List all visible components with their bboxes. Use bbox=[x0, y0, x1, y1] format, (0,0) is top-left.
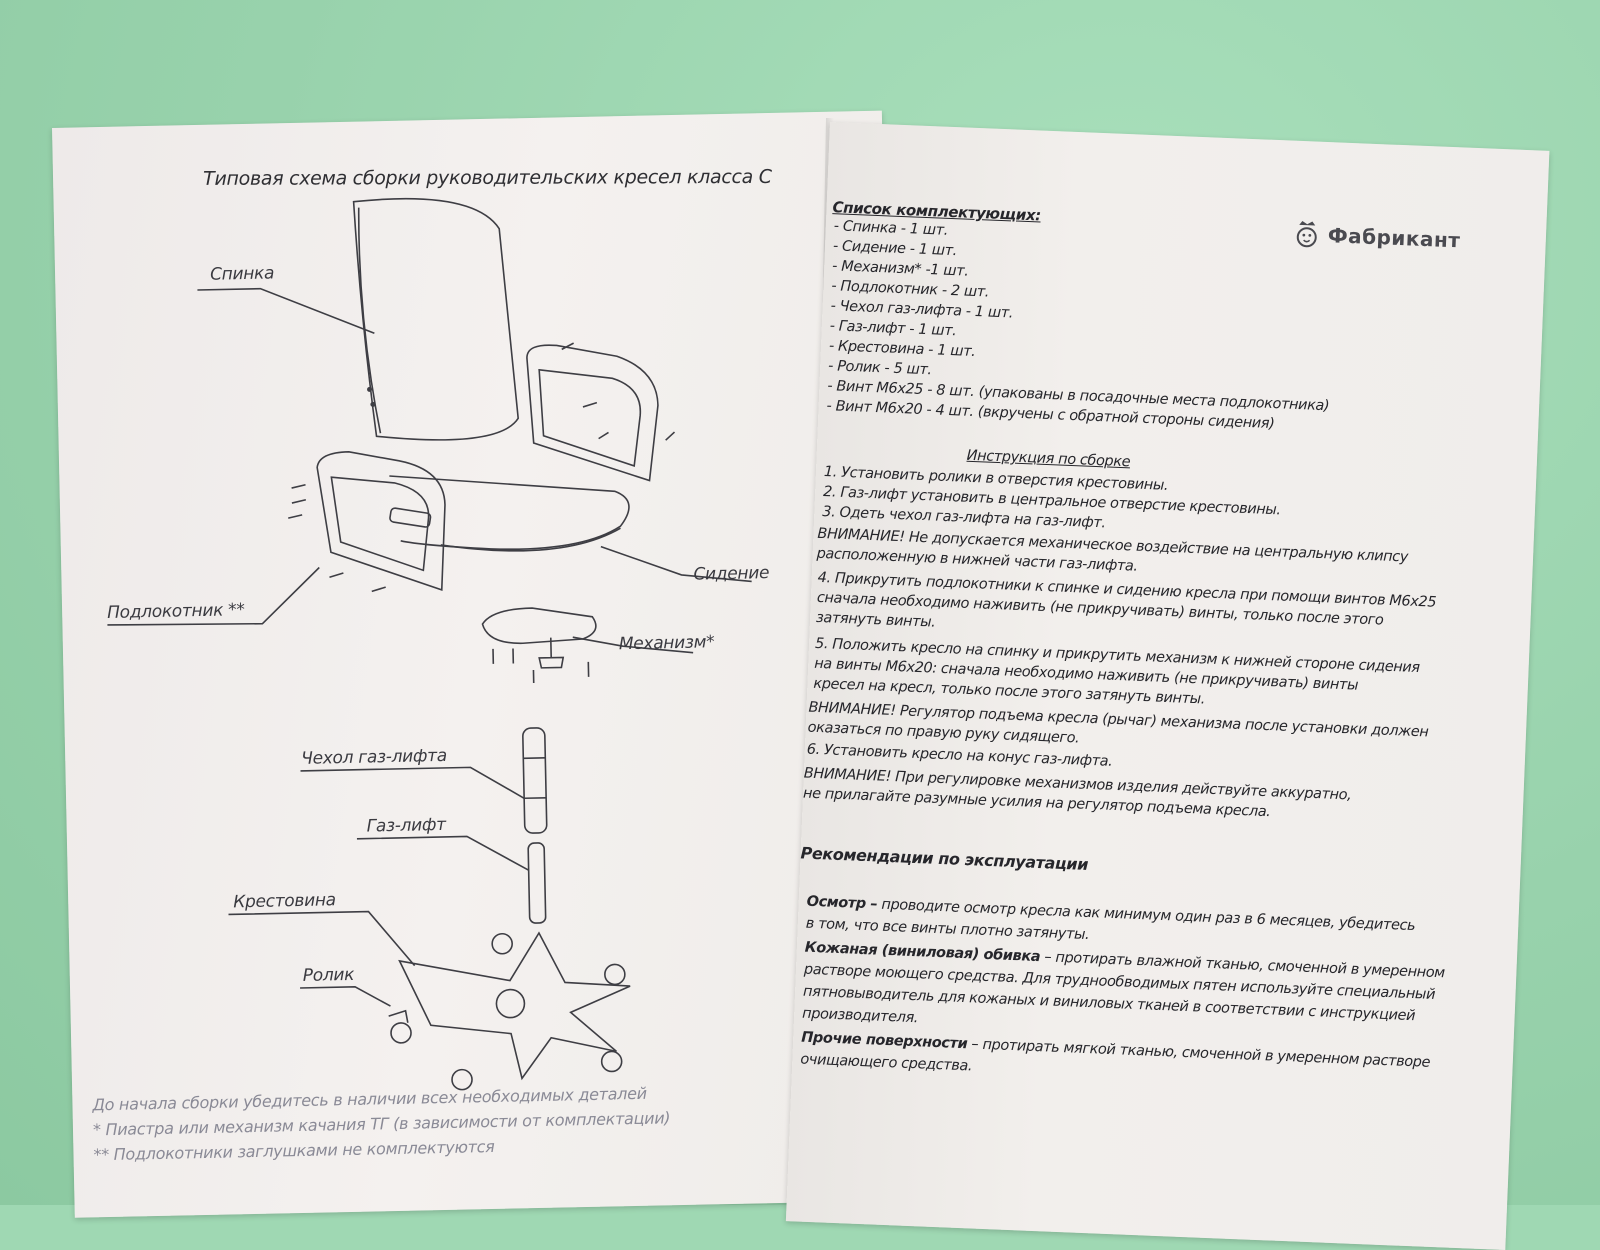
left-page: Типовая схема сборки руководительских кр… bbox=[52, 110, 905, 1218]
seat-shape bbox=[389, 475, 630, 551]
parts-item: - Чехол газ-лифта - 1 шт. bbox=[830, 298, 1014, 322]
star-base-shape bbox=[398, 931, 631, 1081]
parts-item: - Подлокотник - 2 шт. bbox=[831, 278, 990, 301]
label-caster: Ролик bbox=[302, 964, 355, 986]
caster-shape bbox=[390, 1022, 412, 1044]
left-armrest-shape bbox=[316, 451, 446, 592]
parts-item: - Газ-лифт - 1 шт. bbox=[829, 318, 957, 340]
label-mechanism: Механизм* bbox=[618, 632, 715, 655]
brand-name: Фабрикант bbox=[1327, 223, 1461, 253]
parts-item: - Механизм* -1 шт. bbox=[831, 258, 969, 280]
label-gaslift-cover: Чехол газ-лифта bbox=[301, 745, 448, 769]
gaslift-cover-shape bbox=[522, 727, 548, 834]
brand-logo: Фабрикант bbox=[1293, 219, 1461, 256]
label-seat: Сидение bbox=[693, 563, 770, 585]
recommendation-line: в том, что все винты плотно затянуты. bbox=[805, 915, 1090, 944]
instruction-line: затянуть винты. bbox=[815, 609, 936, 631]
mechanism-shape bbox=[481, 607, 597, 645]
chair-exploded-diagram bbox=[107, 197, 752, 1091]
label-armrest: Подлокотник ** bbox=[106, 600, 245, 623]
label-gaslift: Газ-лифт bbox=[366, 814, 446, 837]
lion-crown-icon bbox=[1296, 221, 1317, 248]
backrest-shape bbox=[352, 197, 520, 441]
parts-item: - Сидение - 1 шт. bbox=[832, 238, 958, 260]
label-backrest: Спинка bbox=[209, 263, 275, 285]
label-base: Крестовина bbox=[233, 890, 337, 913]
instruction-sheet: Типовая схема сборки руководительских кр… bbox=[52, 110, 1550, 1250]
instructions-title: Инструкция по сборке bbox=[966, 447, 1131, 471]
parts-item: - Крестовина - 1 шт. bbox=[828, 338, 976, 361]
gaslift-shape bbox=[527, 842, 547, 924]
parts-item: - Спинка - 1 шт. bbox=[833, 218, 949, 239]
recommendation-line: очищающего средства. bbox=[800, 1051, 973, 1075]
right-page: Фабрикант Список комплектующих: - Спинка… bbox=[785, 122, 1550, 1250]
parts-item: - Ролик - 5 шт. bbox=[827, 358, 932, 379]
recommendations-title: Рекомендации по эксплуатации bbox=[800, 843, 1089, 874]
recommendation-line: производителя. bbox=[801, 1005, 919, 1027]
right-armrest-shape bbox=[526, 344, 659, 482]
